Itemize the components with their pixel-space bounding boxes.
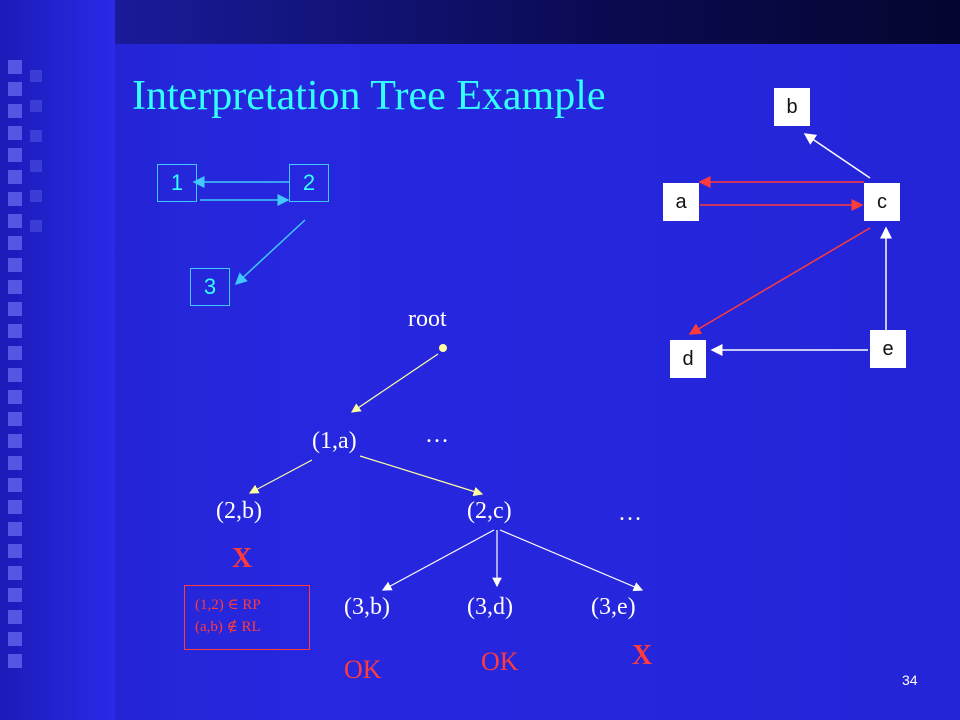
tree-node-3b: (3,b) bbox=[344, 594, 390, 620]
decor-square bbox=[8, 456, 22, 470]
decor-square bbox=[8, 346, 22, 360]
ok-mark-3d: OK bbox=[481, 647, 519, 676]
scene-node-d: d bbox=[670, 340, 706, 378]
decor-square bbox=[8, 544, 22, 558]
decor-square bbox=[8, 280, 22, 294]
decor-square bbox=[8, 610, 22, 624]
decor-square bbox=[30, 100, 42, 112]
scene-node-c: c bbox=[864, 183, 900, 221]
decor-square bbox=[8, 214, 22, 228]
decor-square bbox=[30, 220, 42, 232]
model-node-1: 1 bbox=[157, 164, 197, 202]
tree-ellipsis-2: … bbox=[618, 500, 642, 526]
decor-square bbox=[8, 368, 22, 382]
decor-square bbox=[8, 324, 22, 338]
decor-square bbox=[8, 434, 22, 448]
decor-square bbox=[8, 192, 22, 206]
decor-square bbox=[8, 258, 22, 272]
decor-square bbox=[8, 82, 22, 96]
tree-node-2c: (2,c) bbox=[467, 498, 512, 524]
edge-2-to-3 bbox=[234, 219, 306, 286]
root-node bbox=[439, 344, 447, 352]
top-decor-band bbox=[115, 0, 960, 44]
constraint-note-line-2: (a,b) ∉ RL bbox=[195, 619, 261, 635]
decor-square bbox=[8, 148, 22, 162]
scene-node-e: e bbox=[870, 330, 906, 368]
page-number: 34 bbox=[902, 672, 918, 688]
slide-title: Interpretation Tree Example bbox=[132, 73, 606, 119]
reject-mark-3e: X bbox=[632, 640, 653, 671]
decor-square bbox=[8, 170, 22, 184]
constraint-note-line-1: (1,2) ∈ RP bbox=[195, 597, 261, 613]
reject-mark-2b: X bbox=[232, 543, 253, 574]
tree-edge-1a-2b bbox=[248, 459, 313, 494]
decor-square bbox=[8, 566, 22, 580]
decor-square bbox=[30, 130, 42, 142]
decor-square bbox=[8, 632, 22, 646]
decor-square bbox=[8, 654, 22, 668]
decor-square bbox=[8, 500, 22, 514]
decor-square bbox=[8, 478, 22, 492]
tree-node-3e: (3,e) bbox=[591, 594, 636, 620]
scene-node-a: a bbox=[663, 183, 699, 221]
tree-edge-root bbox=[351, 353, 439, 413]
tree-root-label: root bbox=[408, 306, 447, 332]
tree-edge-1a-2c bbox=[359, 455, 484, 497]
tree-node-2b: (2,b) bbox=[216, 498, 262, 524]
tree-edge-2c-3e bbox=[499, 529, 644, 592]
model-node-2: 2 bbox=[289, 164, 329, 202]
edge-c-to-b bbox=[803, 133, 871, 179]
decor-square bbox=[8, 236, 22, 250]
ok-mark-3b: OK bbox=[344, 655, 382, 684]
decor-square bbox=[30, 160, 42, 172]
decor-square bbox=[8, 390, 22, 404]
decor-square bbox=[8, 126, 22, 140]
constraint-note: (1,2) ∈ RP (a,b) ∉ RL bbox=[184, 585, 310, 650]
tree-node-3d: (3,d) bbox=[467, 594, 513, 620]
decor-square bbox=[30, 70, 42, 82]
tree-ellipsis-1: … bbox=[425, 422, 449, 448]
edge-c-to-d bbox=[688, 227, 871, 335]
decor-square bbox=[30, 190, 42, 202]
decor-square bbox=[8, 588, 22, 602]
scene-node-b: b bbox=[774, 88, 810, 126]
decor-square bbox=[8, 60, 22, 74]
tree-node-1a: (1,a) bbox=[312, 428, 357, 454]
tree-edge-2c-3b bbox=[381, 529, 495, 591]
model-node-3: 3 bbox=[190, 268, 230, 306]
decor-square bbox=[8, 522, 22, 536]
decor-square bbox=[8, 302, 22, 316]
decor-square bbox=[8, 412, 22, 426]
decor-square bbox=[8, 104, 22, 118]
